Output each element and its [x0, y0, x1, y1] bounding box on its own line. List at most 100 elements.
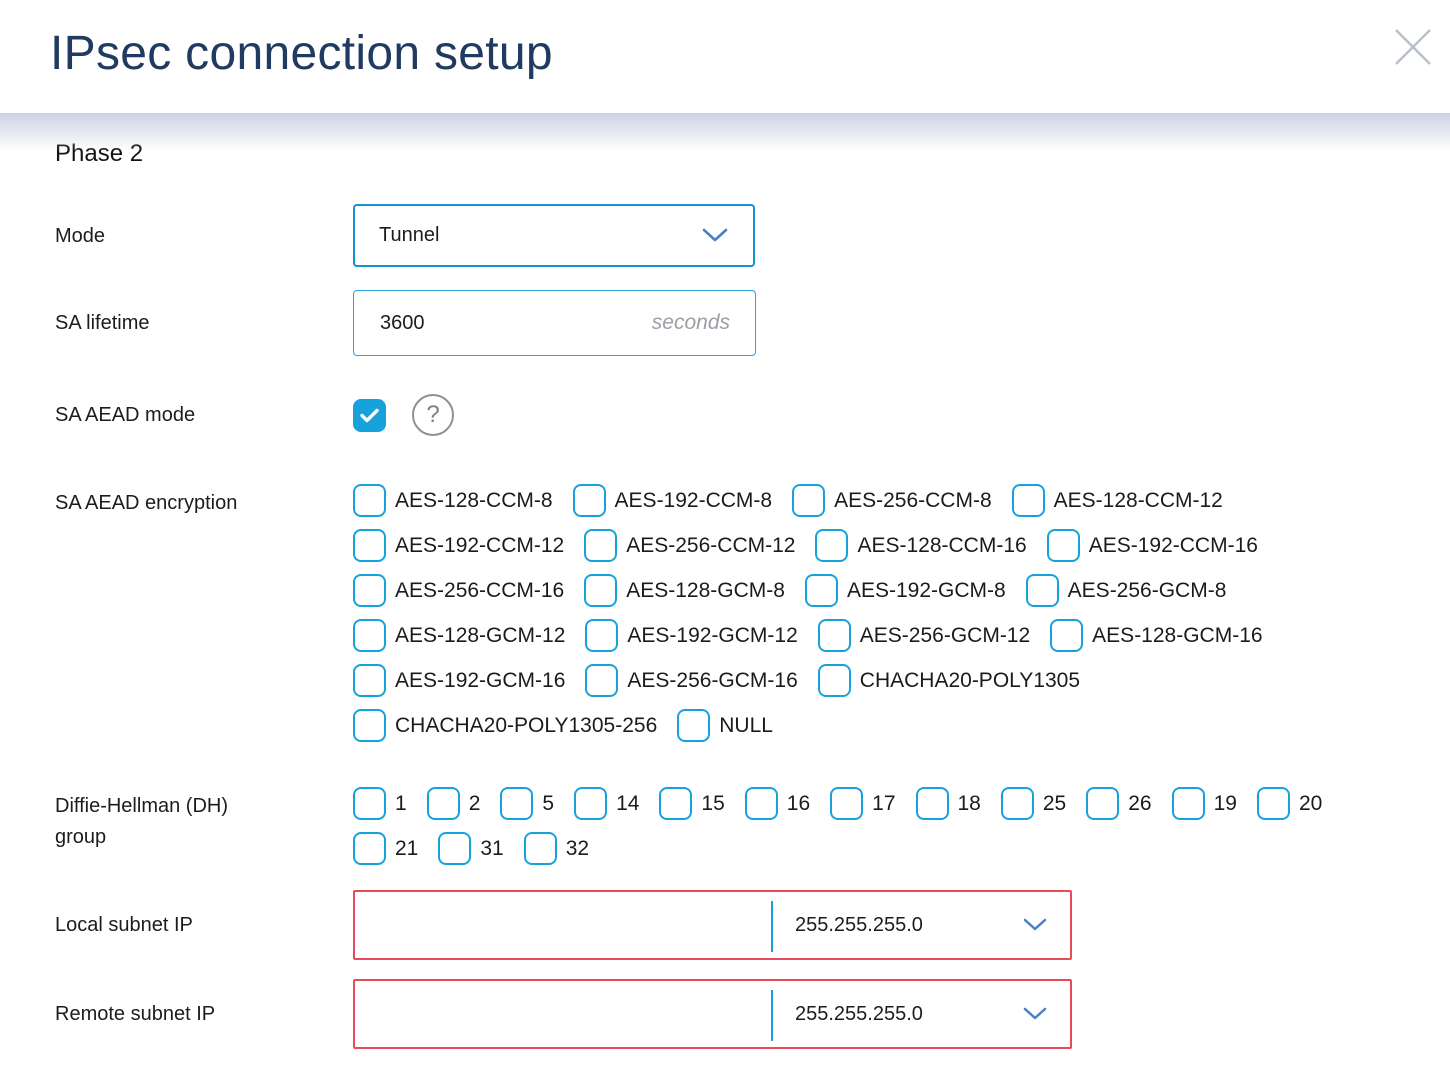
- checkbox-unchecked[interactable]: [585, 619, 619, 652]
- checkbox-option-18[interactable]: 18: [915, 787, 981, 820]
- checkbox-label: AES-192-CCM-8: [614, 488, 773, 512]
- checkbox-unchecked[interactable]: [584, 529, 618, 562]
- checkbox-option-aes-128-gcm-12[interactable]: AES-128-GCM-12: [353, 619, 565, 652]
- checkbox-unchecked[interactable]: [817, 664, 851, 697]
- checkbox-option-aes-256-ccm-12[interactable]: AES-256-CCM-12: [584, 529, 795, 562]
- checkbox-unchecked[interactable]: [915, 787, 949, 820]
- close-button[interactable]: [1388, 22, 1438, 72]
- checkbox-unchecked[interactable]: [353, 529, 386, 562]
- sa-aead-mode-label: SA AEAD mode: [55, 404, 196, 426]
- local-subnet-mask-select[interactable]: 255.255.255.0: [773, 892, 1070, 958]
- local-subnet-ip-input[interactable]: [355, 892, 771, 958]
- checkbox-option-21[interactable]: 21: [353, 832, 418, 865]
- checkbox-unchecked[interactable]: [744, 787, 778, 820]
- checkbox-option-aes-192-ccm-12[interactable]: AES-192-CCM-12: [353, 529, 564, 562]
- checkbox-unchecked[interactable]: [574, 787, 608, 820]
- checkbox-option-16[interactable]: 16: [744, 787, 810, 820]
- form-row-sa-lifetime: SA lifetime seconds: [55, 290, 1420, 356]
- checkbox-unchecked[interactable]: [830, 787, 864, 820]
- checkbox-option-chacha20-poly1305-256[interactable]: CHACHA20-POLY1305-256: [353, 709, 657, 742]
- checkbox-unchecked[interactable]: [677, 709, 711, 742]
- checkbox-option-aes-192-gcm-8[interactable]: AES-192-GCM-8: [804, 574, 1006, 607]
- checkbox-option-20[interactable]: 20: [1256, 787, 1322, 820]
- checkbox-label: 31: [480, 836, 504, 860]
- checkbox-unchecked[interactable]: [1000, 787, 1034, 820]
- checkbox-option-26[interactable]: 26: [1086, 787, 1152, 820]
- checkbox-unchecked[interactable]: [1050, 619, 1084, 652]
- form-row-sa-aead-mode: SA AEAD mode ?: [55, 393, 1420, 437]
- checkbox-unchecked[interactable]: [500, 787, 534, 820]
- remote-subnet-mask-select[interactable]: 255.255.255.0: [773, 981, 1070, 1047]
- checkbox-unchecked[interactable]: [1011, 484, 1045, 517]
- checkbox-option-aes-128-ccm-12[interactable]: AES-128-CCM-12: [1011, 484, 1223, 517]
- remote-subnet-ip-input[interactable]: [355, 981, 771, 1047]
- checkbox-option-32[interactable]: 32: [523, 832, 589, 865]
- checkbox-unchecked[interactable]: [1171, 787, 1205, 820]
- checkbox-unchecked[interactable]: [792, 484, 826, 517]
- checkbox-option-aes-128-ccm-8[interactable]: AES-128-CCM-8: [353, 484, 553, 517]
- checkbox-option-aes-256-gcm-12[interactable]: AES-256-GCM-12: [817, 619, 1030, 652]
- sa-aead-mode-checkbox[interactable]: [353, 398, 386, 432]
- checkbox-unchecked[interactable]: [353, 619, 386, 652]
- checkbox-option-aes-192-ccm-8[interactable]: AES-192-CCM-8: [572, 484, 773, 517]
- checkbox-label: AES-128-CCM-16: [857, 533, 1027, 557]
- checkbox-label: 5: [542, 791, 555, 815]
- checkbox-option-chacha20-poly1305[interactable]: CHACHA20-POLY1305: [817, 664, 1080, 697]
- checkbox-option-aes-256-gcm-8[interactable]: AES-256-GCM-8: [1025, 574, 1226, 607]
- checkbox-unchecked[interactable]: [353, 709, 386, 742]
- checkbox-unchecked[interactable]: [1025, 574, 1059, 607]
- checkbox-option-aes-256-ccm-16[interactable]: AES-256-CCM-16: [353, 574, 564, 607]
- dh-group-label: Diffie-Hellman (DH) group: [55, 787, 353, 853]
- checkbox-unchecked[interactable]: [438, 832, 472, 865]
- checkbox-unchecked[interactable]: [572, 484, 606, 517]
- checkbox-option-aes-128-gcm-8[interactable]: AES-128-GCM-8: [584, 574, 785, 607]
- checkbox-unchecked[interactable]: [804, 574, 838, 607]
- checkbox-option-19[interactable]: 19: [1171, 787, 1237, 820]
- checkbox-option-aes-192-gcm-16[interactable]: AES-192-GCM-16: [353, 664, 565, 697]
- dialog-title: IPsec connection setup: [50, 27, 553, 80]
- checkbox-label: AES-128-CCM-8: [395, 488, 553, 512]
- checkbox-unchecked[interactable]: [353, 832, 386, 865]
- mode-select[interactable]: Tunnel: [353, 204, 755, 267]
- checkbox-unchecked[interactable]: [1256, 787, 1290, 820]
- checkbox-option-aes-192-gcm-12[interactable]: AES-192-GCM-12: [585, 619, 798, 652]
- local-subnet-field: 255.255.255.0: [353, 890, 1072, 960]
- checkbox-label: 15: [701, 791, 725, 815]
- checkbox-option-aes-128-gcm-16[interactable]: AES-128-GCM-16: [1050, 619, 1263, 652]
- help-icon[interactable]: ?: [412, 394, 454, 436]
- checkbox-unchecked[interactable]: [817, 619, 851, 652]
- checkbox-option-aes-256-ccm-8[interactable]: AES-256-CCM-8: [792, 484, 992, 517]
- checkbox-option-1[interactable]: 1: [353, 787, 407, 820]
- checkbox-option-15[interactable]: 15: [659, 787, 725, 820]
- checkbox-option-null[interactable]: NULL: [677, 709, 773, 742]
- checkbox-unchecked[interactable]: [353, 484, 386, 517]
- checkbox-option-aes-128-ccm-16[interactable]: AES-128-CCM-16: [815, 529, 1027, 562]
- checkbox-unchecked[interactable]: [1086, 787, 1120, 820]
- checkbox-unchecked[interactable]: [426, 787, 460, 820]
- checkbox-unchecked[interactable]: [815, 529, 849, 562]
- checkbox-option-5[interactable]: 5: [500, 787, 554, 820]
- checkbox-label: 21: [395, 836, 419, 860]
- checkbox-unchecked[interactable]: [353, 664, 386, 697]
- checkbox-unchecked[interactable]: [585, 664, 619, 697]
- checkbox-option-14[interactable]: 14: [574, 787, 639, 820]
- checkbox-option-2[interactable]: 2: [426, 787, 480, 820]
- checkbox-option-31[interactable]: 31: [438, 832, 504, 865]
- checkbox-label: AES-192-CCM-12: [395, 533, 565, 557]
- checkbox-label: AES-192-CCM-16: [1088, 533, 1258, 557]
- checkbox-unchecked[interactable]: [353, 787, 386, 820]
- checkbox-option-17[interactable]: 17: [830, 787, 896, 820]
- sa-lifetime-input[interactable]: [378, 310, 652, 336]
- checkbox-unchecked[interactable]: [353, 574, 386, 607]
- checkbox-unchecked[interactable]: [659, 787, 693, 820]
- checkbox-option-aes-192-ccm-16[interactable]: AES-192-CCM-16: [1046, 529, 1258, 562]
- checkbox-unchecked[interactable]: [1046, 529, 1080, 562]
- checkbox-unchecked[interactable]: [584, 574, 618, 607]
- checkbox-option-25[interactable]: 25: [1000, 787, 1066, 820]
- field-divider: [771, 901, 773, 952]
- checkbox-unchecked[interactable]: [523, 832, 557, 865]
- checkbox-option-aes-256-gcm-16[interactable]: AES-256-GCM-16: [585, 664, 798, 697]
